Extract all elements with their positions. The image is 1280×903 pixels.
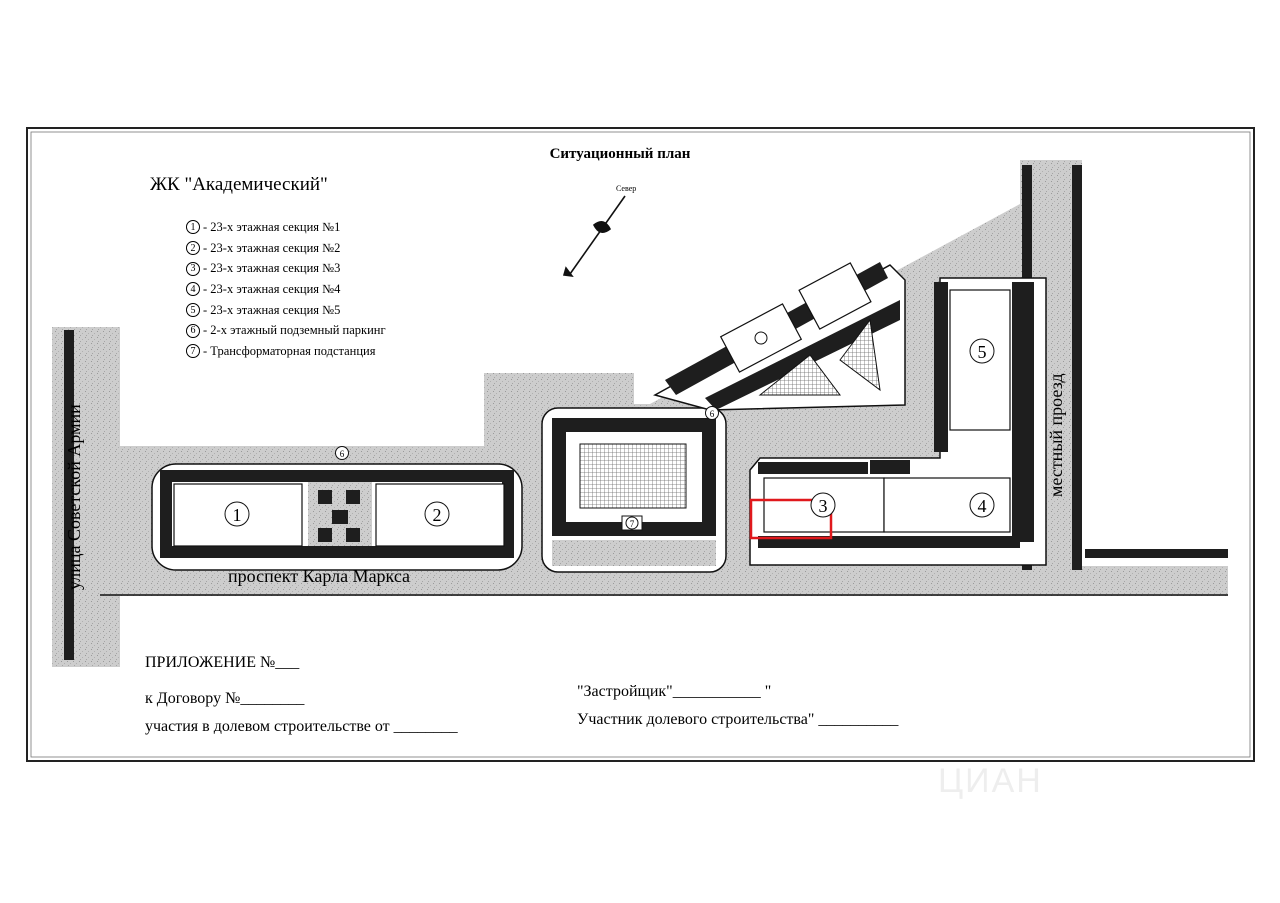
legend: 1- 23-х этажная секция №1 2- 23-х этажна… [186,217,386,362]
legend-number: 2 [186,241,200,256]
complex-name: ЖК "Академический" [150,174,328,195]
marker-section-2 [424,501,450,527]
basketball-court [719,303,803,373]
marker-1-label: 1 [233,505,242,525]
marker-parking-a [335,446,349,460]
developer-signature-line: "Застройщик"___________ " [577,683,772,700]
sports-field [579,443,687,509]
marker-3-label: 3 [819,496,828,516]
legend-item: 3- 23-х этажная секция №3 [186,258,386,279]
street-label-main: проспект Карла Маркса [228,566,411,586]
legend-label: - 2-х этажный подземный паркинг [203,323,386,338]
legend-number: 6 [186,323,200,338]
street-label-left: улица Советской Армии [64,404,84,590]
legend-label: - 23-х этажная секция №3 [203,261,341,276]
highlighted-unit-area [749,498,833,540]
sheet-frame [26,127,1255,762]
marker-parking-b [705,406,719,420]
marker-substation [625,516,639,530]
marker-section-5 [969,338,995,364]
participant-signature-line: Участник долевого строительства" _______… [577,711,899,728]
legend-item: 6- 2-х этажный подземный паркинг [186,320,386,341]
marker-2-label: 2 [433,505,442,525]
marker-6b-label: 6 [710,409,715,419]
map-markers [224,338,995,531]
legend-item: 7- Трансформаторная подстанция [186,341,386,362]
legend-number: 3 [186,261,200,276]
marker-section-1 [224,501,250,527]
tennis-court [798,262,872,330]
north-arrow-icon [562,195,626,278]
legend-number: 1 [186,220,200,235]
marker-4-label: 4 [978,496,987,516]
legend-number: 4 [186,282,200,297]
legend-item: 2- 23-х этажная секция №2 [186,238,386,259]
legend-label: - 23-х этажная секция №4 [203,281,341,296]
legend-label: - 23-х этажная секция №5 [203,302,341,317]
contract-line: к Договору №________ [145,690,305,707]
sheet-inner-frame [30,131,1251,758]
street-label-right: местный проезд [1046,373,1066,497]
legend-label: - Трансформаторная подстанция [203,343,376,358]
legend-item: 5- 23-х этажная секция №5 [186,300,386,321]
block-diagonal [653,262,906,411]
marker-section-4 [969,492,995,518]
plan-title: Ситуационный план [549,146,691,162]
appendix-line: ПРИЛОЖЕНИЕ №___ [145,654,300,671]
block-sections-1-2 [151,463,523,571]
north-label: Север [616,184,637,193]
marker-5-label: 5 [978,342,987,362]
marker-section-3 [810,492,836,518]
legend-label: - 23-х этажная секция №1 [203,219,341,234]
legend-number: 5 [186,303,200,318]
legend-label: - 23-х этажная секция №2 [203,240,341,255]
marker-6a-label: 6 [340,449,345,459]
block-central-courtyard [541,407,727,573]
legend-number: 7 [186,344,200,359]
marker-7-label: 7 [630,519,635,529]
watermark: ЦИАН [938,762,1043,800]
legend-item: 4- 23-х этажная секция №4 [186,279,386,300]
legend-item: 1- 23-х этажная секция №1 [186,217,386,238]
participation-line: участия в долевом строительстве от _____… [145,718,458,735]
